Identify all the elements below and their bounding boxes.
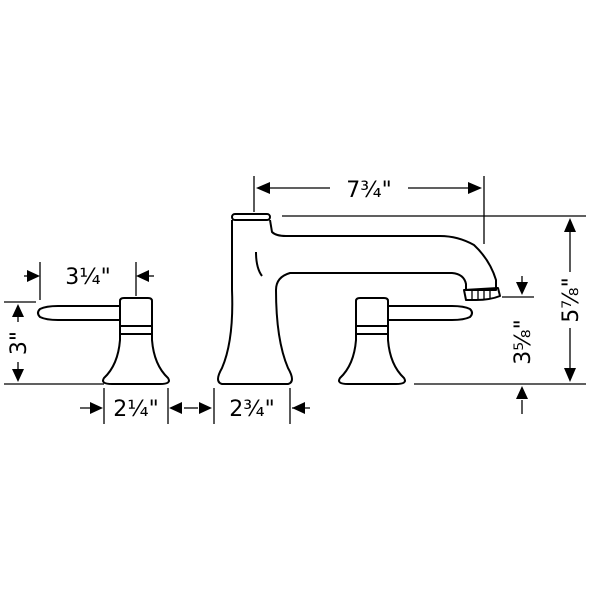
dim-handle-length: 3¼" <box>24 262 154 300</box>
spout <box>217 213 501 385</box>
left-handle <box>37 297 170 385</box>
spout-top-cap <box>231 213 271 221</box>
right-handle-body <box>338 326 406 385</box>
dim-outlet-height: 3⅝" <box>502 276 536 414</box>
dim-spout-base: 2¾" <box>184 388 310 424</box>
left-handle-lever <box>37 305 120 321</box>
spout-inner-line <box>255 251 263 277</box>
right-handle-stem <box>355 297 389 327</box>
dim-spout-height-label: 5⅞" <box>559 277 584 322</box>
dim-handle-height: 3" <box>4 301 104 385</box>
right-handle-lever <box>388 305 473 321</box>
dim-spout-base-label: 2¾" <box>229 397 274 422</box>
right-handle <box>338 297 473 385</box>
dim-spout-reach-label: 7¾" <box>346 178 391 203</box>
dim-spout-reach: 7¾" <box>253 176 485 244</box>
dim-handle-height-label: 3" <box>7 331 32 355</box>
dim-handle-base-label: 2¼" <box>113 397 158 422</box>
spout-body <box>217 219 497 385</box>
dim-outlet-height-label: 3⅝" <box>511 319 536 364</box>
dim-handle-base: 2¼" <box>80 388 182 424</box>
spout-aerator <box>463 287 501 301</box>
dim-handle-length-label: 3¼" <box>65 265 110 290</box>
left-handle-body <box>102 326 170 385</box>
dim-spout-height: 5⅞" <box>282 215 586 385</box>
left-handle-stem <box>119 297 153 327</box>
